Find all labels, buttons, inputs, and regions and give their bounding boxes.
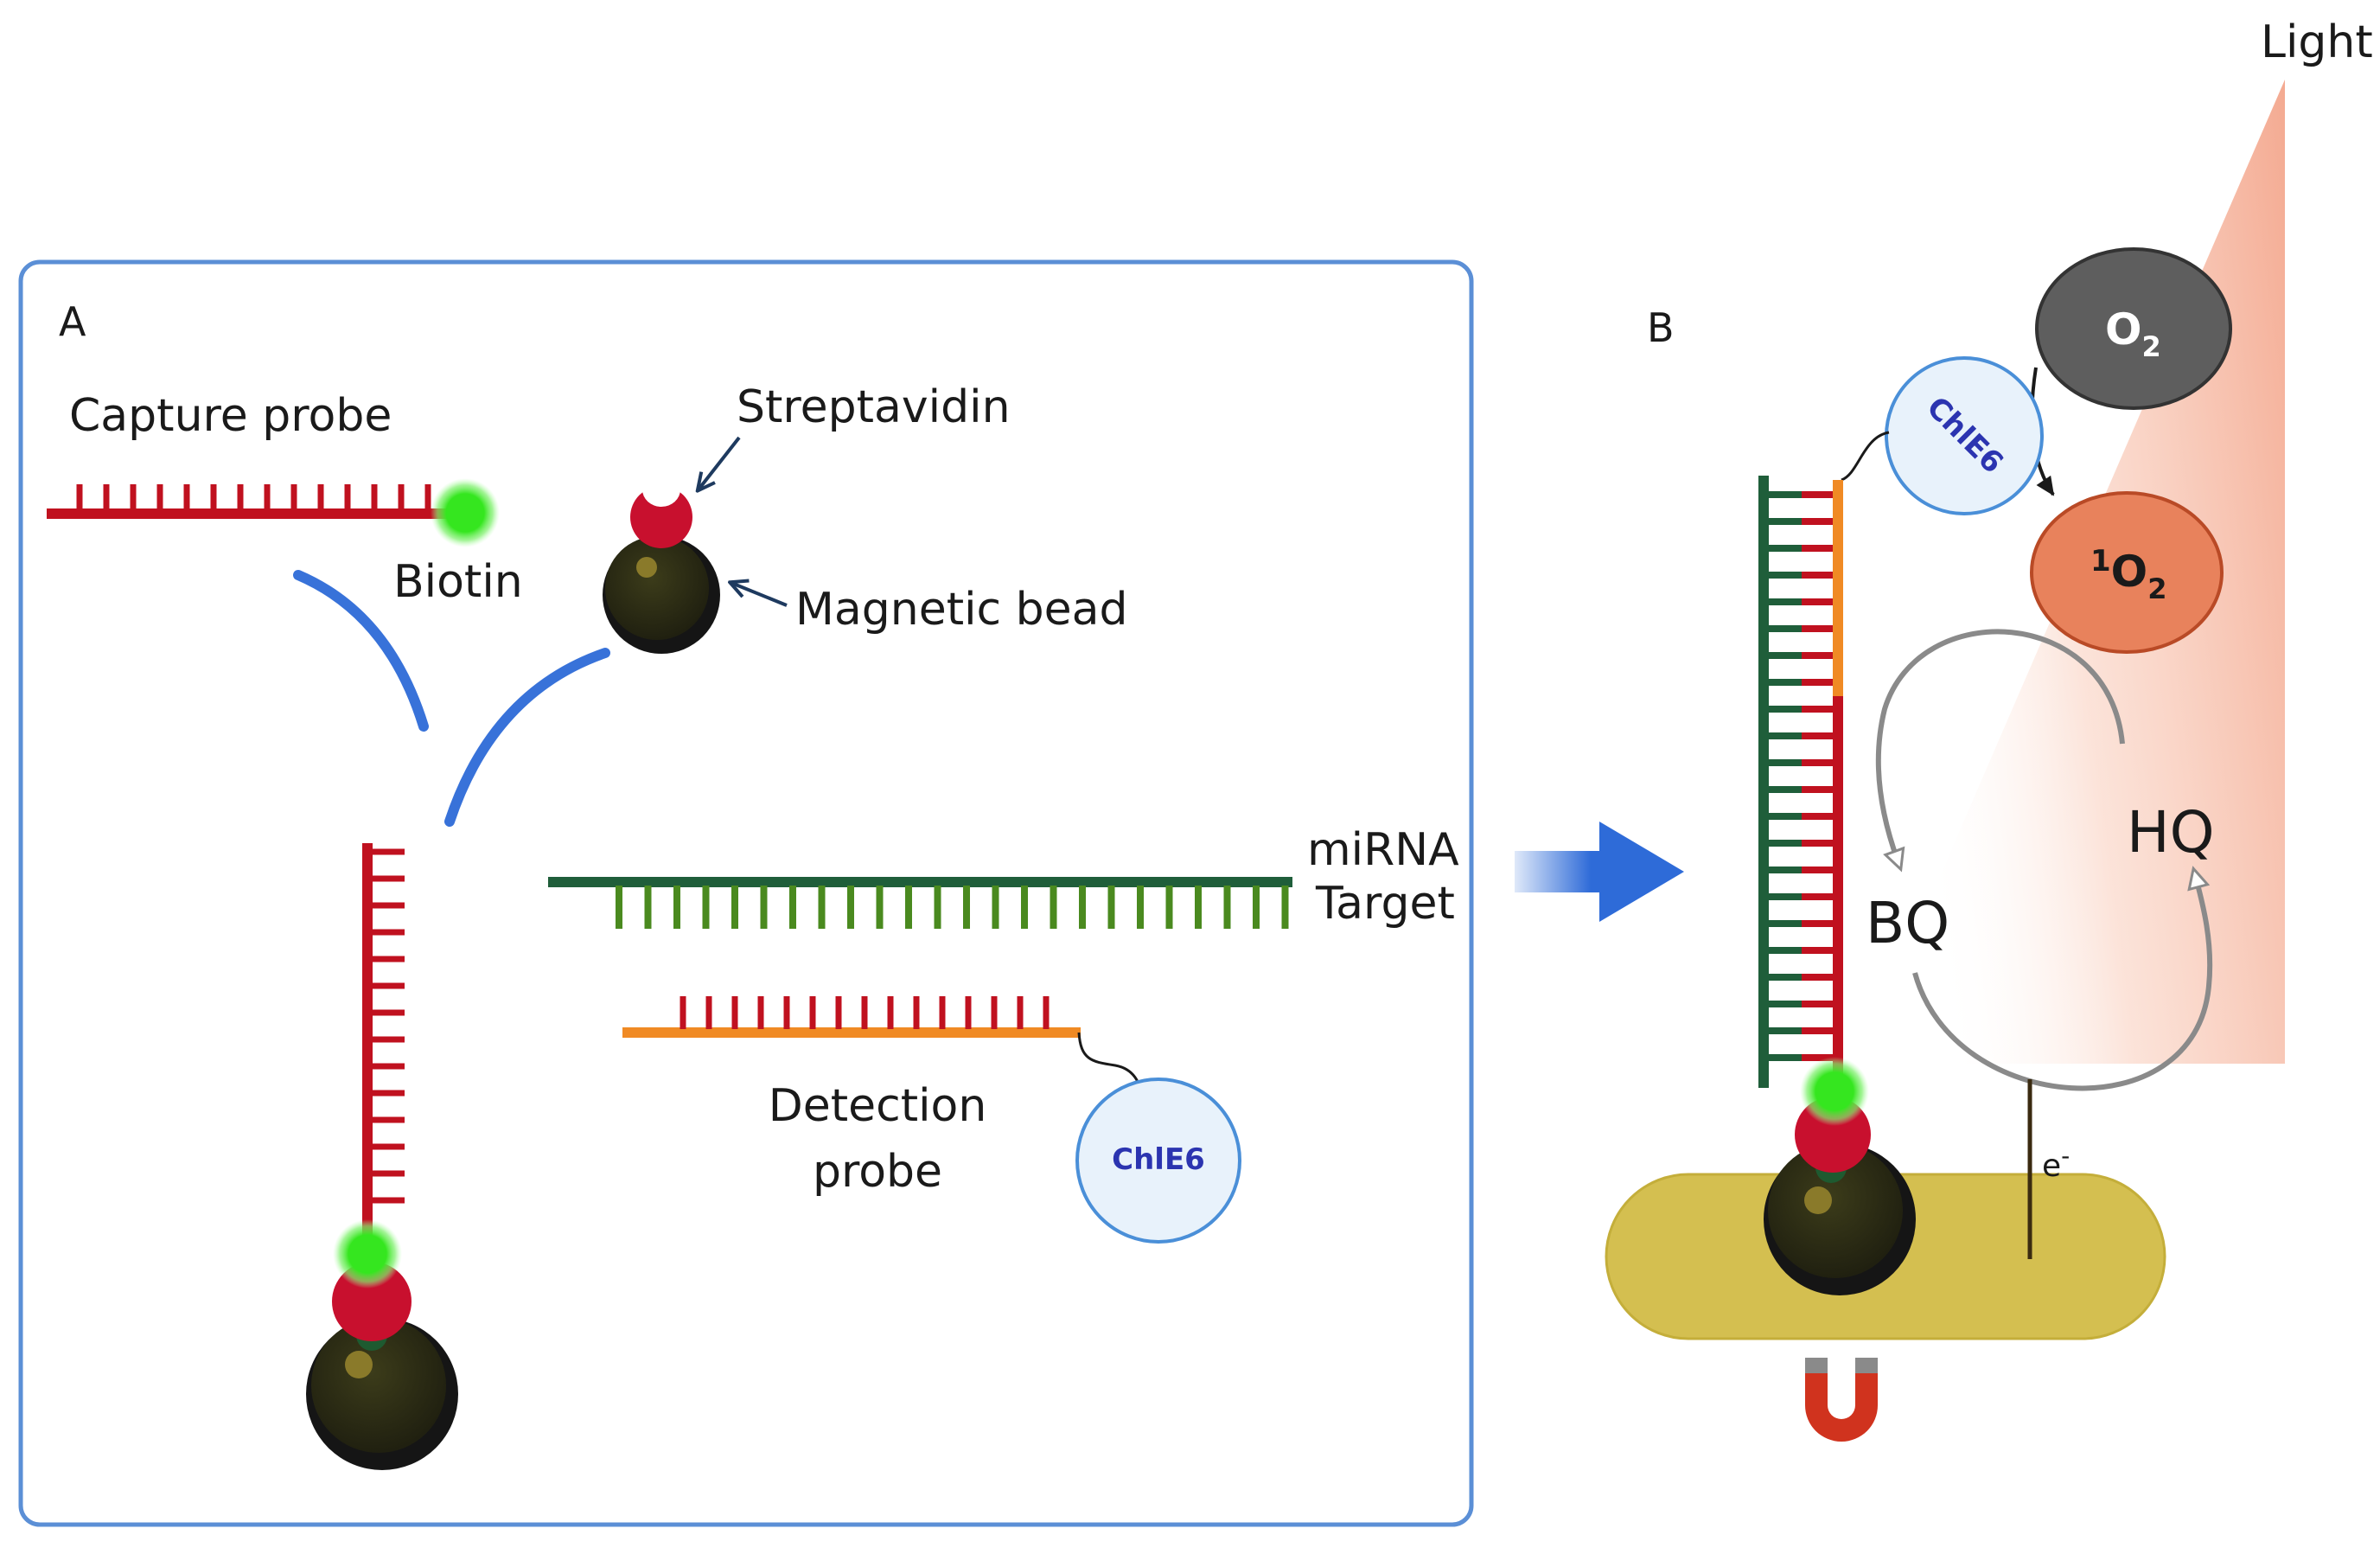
- flow-arrow-left: [293, 570, 429, 732]
- panel-a-frame: [18, 259, 1474, 1527]
- capture-probe: [47, 484, 467, 519]
- magnet-pole-left: [1805, 1358, 1828, 1373]
- magnet-icon: [1805, 1370, 1878, 1442]
- transition-arrow: [1515, 822, 1684, 922]
- panel-b-label: B: [1647, 304, 1675, 351]
- capture-probe-label: Capture probe: [69, 390, 392, 442]
- singlet-oxygen-label: 1O2: [2090, 544, 2166, 605]
- detection-probe-strand: [622, 996, 1145, 1097]
- biotin-label: Biotin: [393, 556, 523, 608]
- streptavidin: [630, 486, 692, 548]
- biotin-dot-b: [1800, 1057, 1869, 1126]
- streptavidin-bead-bottom: [306, 1262, 458, 1470]
- flow-arrow-right: [444, 648, 610, 827]
- detection-label-line2: probe: [813, 1146, 942, 1198]
- electron-label: e-: [2042, 1142, 2070, 1184]
- detection-label-line1: Detection: [769, 1080, 987, 1132]
- hq-label: HQ: [2127, 799, 2215, 866]
- magnetic-bead-label: Magnetic bead: [795, 584, 1128, 636]
- biotin-dot-bound: [333, 1219, 402, 1289]
- oxygen-molecule: [2035, 247, 2232, 410]
- hybridized-duplex: [1758, 476, 1843, 1088]
- chle6-linker-b: [1841, 431, 1890, 482]
- bq-label: BQ: [1866, 890, 1949, 956]
- oxygen-label: O2: [2105, 304, 2161, 363]
- captured-probe-vertical: [362, 843, 405, 1254]
- mirna-label: miRNA: [1307, 824, 1459, 876]
- bead-on-electrode: [1764, 1097, 1916, 1295]
- panel-a-label: A: [59, 298, 86, 345]
- light-label: Light: [2261, 16, 2373, 68]
- target-label: Target: [1315, 878, 1455, 930]
- streptavidin-label: Streptavidin: [737, 381, 1011, 433]
- chle6-photosensitizer-b: [1885, 356, 2044, 515]
- chle6-photosensitizer: [1075, 1078, 1241, 1244]
- mirna-target-strand: [548, 877, 1292, 929]
- redox-cycle-lower: [1912, 866, 2213, 1091]
- redox-cycle-upper: [1875, 629, 2125, 873]
- biotin-dot: [431, 478, 500, 547]
- singlet-oxygen: [2030, 491, 2224, 654]
- chle6-label: ChlE6: [1112, 1142, 1205, 1177]
- magnet-pole-right: [1855, 1358, 1878, 1373]
- magnetic-bead-pointer: [731, 583, 788, 607]
- streptavidin-bead-top: [603, 472, 720, 654]
- streptavidin-pointer: [699, 436, 741, 489]
